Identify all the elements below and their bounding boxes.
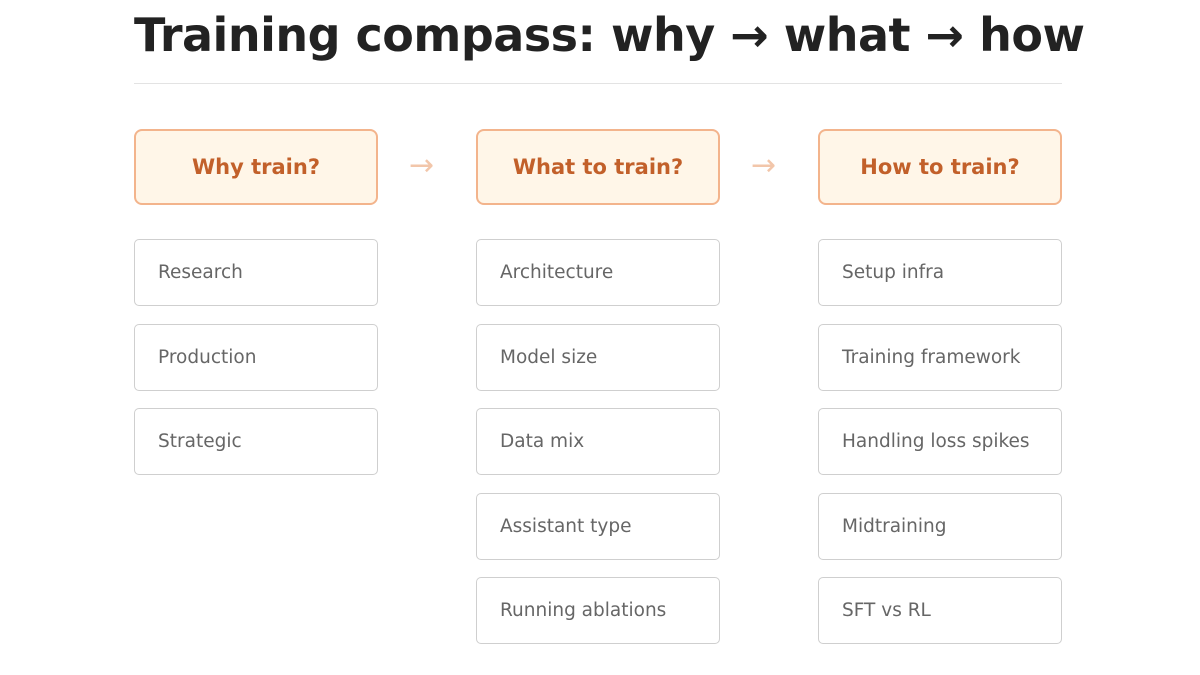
item-research: Research — [134, 239, 378, 306]
item-data-mix: Data mix — [476, 408, 720, 475]
item-midtraining: Midtraining — [818, 492, 1062, 560]
item-model-size: Model size — [476, 323, 720, 391]
column-why: Why train? Research Production Strategic — [134, 129, 378, 493]
page-title: Training compass: why → what → how — [134, 8, 1085, 62]
column-what: What to train? Architecture Model size D… — [476, 129, 720, 662]
arrow-right-icon: → — [751, 148, 777, 183]
column-header-what: What to train? — [476, 129, 720, 205]
item-sft-vs-rl: SFT vs RL — [818, 577, 1062, 644]
item-training-framework: Training framework — [818, 323, 1062, 391]
column-header-how: How to train? — [818, 129, 1062, 205]
item-architecture: Architecture — [476, 239, 720, 306]
column-header-why: Why train? — [134, 129, 378, 205]
item-handling-loss-spikes: Handling loss spikes — [818, 408, 1062, 475]
item-production: Production — [134, 323, 378, 391]
item-strategic: Strategic — [134, 408, 378, 475]
item-setup-infra: Setup infra — [818, 239, 1062, 306]
item-assistant-type: Assistant type — [476, 492, 720, 560]
title-divider — [134, 83, 1062, 84]
item-running-ablations: Running ablations — [476, 577, 720, 644]
arrow-right-icon: → — [409, 148, 435, 183]
column-how: How to train? Setup infra Training frame… — [818, 129, 1062, 662]
